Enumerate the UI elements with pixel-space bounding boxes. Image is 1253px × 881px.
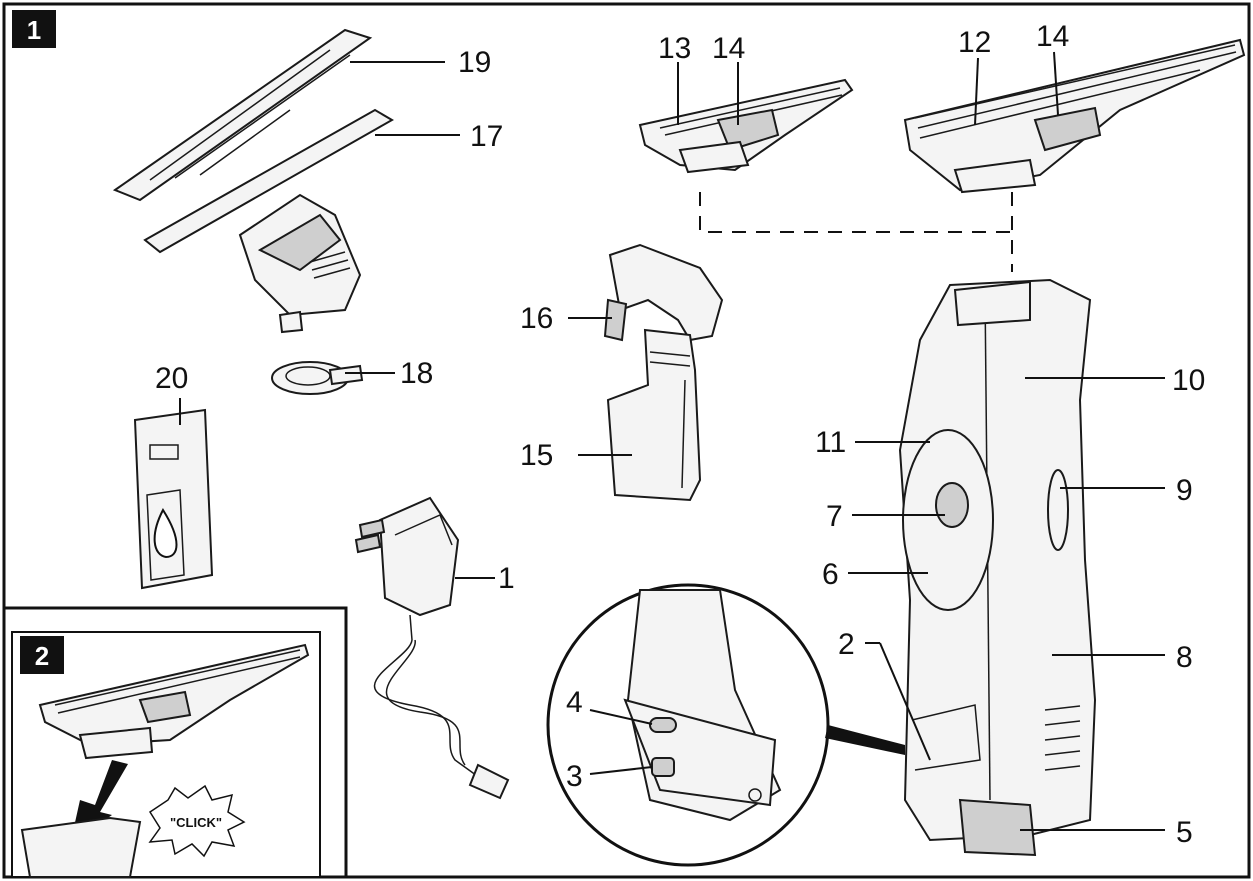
inset-frame-outer (4, 606, 348, 877)
callout-13: 13 (658, 32, 691, 65)
detail-magnifier (546, 583, 905, 867)
part-18-clip (271, 361, 364, 395)
window-vac-body (898, 278, 1097, 857)
wiper-pad-17 (143, 108, 394, 254)
wiping-attachment (112, 28, 394, 334)
callout-12: 12 (958, 26, 991, 59)
charge-led-4 (649, 717, 677, 733)
inset-blade-attach (20, 643, 310, 878)
cloth-19 (112, 28, 373, 202)
callout-8: 8 (1176, 641, 1193, 674)
callout-14b: 14 (1036, 20, 1069, 53)
blade-12 (903, 38, 1246, 194)
blade-13 (638, 78, 854, 174)
assembly-dashed-line (699, 192, 1013, 272)
spray-head (608, 243, 724, 342)
trigger-16 (603, 298, 628, 342)
valve-7 (935, 482, 969, 528)
water-drop-icon (153, 507, 178, 559)
callout-10: 10 (1172, 364, 1205, 397)
callout-14a: 14 (712, 32, 745, 65)
click-burst: "CLICK" (148, 784, 246, 858)
callout-4: 4 (566, 686, 583, 719)
charge-socket-3 (651, 757, 675, 777)
callout-5: 5 (1176, 816, 1193, 849)
callout-17: 17 (470, 120, 503, 153)
callout-1: 1 (498, 562, 515, 595)
callout-19: 19 (458, 46, 491, 79)
spray-bottle-15 (603, 243, 724, 502)
charger-1 (354, 496, 510, 800)
manual-booklet-20 (133, 408, 214, 590)
callout-15: 15 (520, 439, 553, 472)
leader-lines (179, 51, 1165, 831)
callout-20: 20 (155, 362, 188, 395)
callout-7: 7 (826, 500, 843, 533)
callout-18: 18 (400, 357, 433, 390)
callout-labels: 19 17 18 20 16 15 1 13 14 12 14 10 11 9 … (155, 20, 1205, 849)
callout-3: 3 (566, 760, 583, 793)
switch-9 (1047, 469, 1069, 551)
callout-16: 16 (520, 302, 553, 335)
callout-11: 11 (815, 426, 846, 459)
callout-2: 2 (838, 628, 855, 661)
click-label: "CLICK" (170, 815, 222, 830)
panel-1-badge: 1 (12, 10, 56, 48)
callout-6: 6 (822, 558, 839, 591)
charging-cap-5 (958, 798, 1037, 857)
panel-1-badge-label: 1 (27, 15, 41, 45)
callout-9: 9 (1176, 474, 1193, 507)
panel-2-badge: 2 (20, 636, 64, 674)
panel-2-badge-label: 2 (35, 641, 49, 671)
